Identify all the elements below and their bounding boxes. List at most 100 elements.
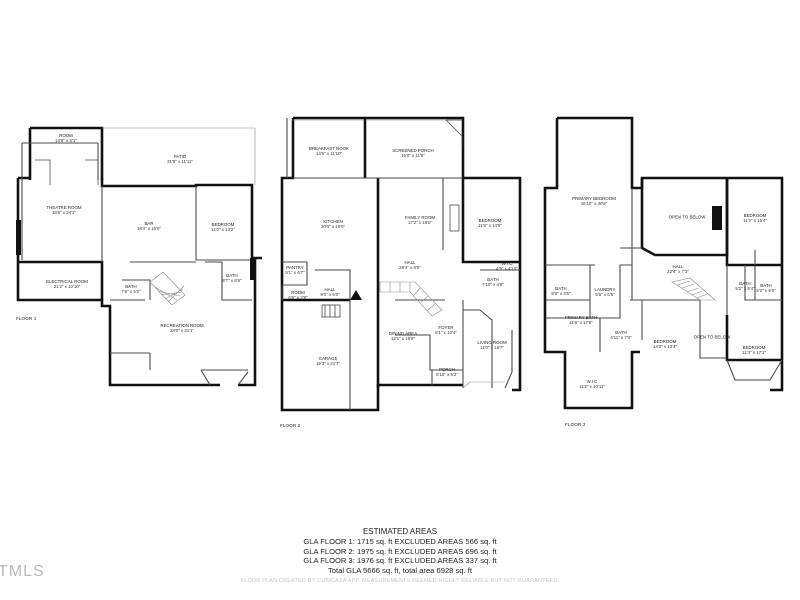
room-dims: 11'0" x 13'2" [211, 227, 235, 232]
area-line: GLA FLOOR 1: 1715 sq. ft EXCLUDED AREAS … [303, 537, 497, 546]
room-label: BEDROOM 11'5" x 14'8" [478, 218, 502, 228]
room-label: BREAKFAST NOOK 14'6" x 11'10" [309, 146, 349, 156]
room-name: ROOM [59, 133, 73, 138]
room-dims: 11'5" x 14'8" [478, 223, 502, 228]
room-label: GARAGE 19'3" x 21'7" [316, 356, 340, 366]
floor-1-label: FLOOR 1 [16, 316, 37, 321]
room-name: HALL [404, 260, 416, 265]
room-label: BEDROOM 11'2" x 16'4" [743, 213, 767, 223]
room-label: BATH 5'2" x 9'4" [735, 281, 754, 291]
room-name: OPEN TO BELOW [693, 334, 731, 340]
room-dims: 7'10" x 4'8" [482, 282, 504, 287]
room-name: BATH [487, 277, 499, 282]
room-dims: 21'2" x 10'10" [53, 284, 81, 289]
room-dims: 11'3" x 17'1" [742, 350, 766, 355]
room-dims: 18'4" x 15'6" [136, 226, 162, 231]
room-dims: 4'9" x 4'10" [496, 266, 518, 271]
room-label: W.I.C 4'9" x 4'10" [496, 261, 518, 271]
room-dims: 14'8" x 5'1" [55, 138, 77, 143]
room-dims: 11'8" x 17'8" [569, 320, 593, 325]
room-label: FOYER 8'1" x 13'4" [435, 325, 457, 335]
room-dims: 17'2" x 18'0" [407, 220, 433, 225]
room-label: PATIO 31'8" x 11'11" [167, 154, 193, 164]
room-dims: 28'0" x 31'1" [169, 328, 195, 333]
room-label: ROOM 14'8" x 5'1" [55, 133, 77, 143]
room-name: KITCHEN [323, 219, 343, 224]
room-name: ROOM [291, 290, 305, 295]
room-name: BATH [739, 281, 751, 286]
room-dims: 12'1" x 16'8" [390, 336, 416, 341]
room-label: BEDROOM 14'3" x 13'4" [653, 339, 677, 349]
room-dims: 6'6" x 3'8" [288, 295, 308, 300]
room-dims: 22'4" x 7'3" [667, 269, 689, 274]
room-name: PANTRY [286, 265, 304, 270]
room-name: RECREATION ROOM [160, 323, 204, 328]
room-label: PRIMARY BEDROOM 15'10" x 30'8" [572, 196, 616, 206]
room-dims: 8'7" x 8'6" [222, 278, 242, 283]
room-name: PRIMARY BEDROOM [572, 196, 616, 201]
room-dims: 16'0" x 11'8" [401, 153, 425, 158]
room-label: THEATRE ROOM 18'6" x 24'1" [46, 205, 81, 215]
room-label: SCREENED PORCH 16'0" x 11'8" [392, 148, 433, 158]
room-name: W.I.C [586, 379, 598, 384]
room-label: BATH 8'0" x 3'6" [551, 286, 570, 296]
room-dims: 15'10" x 30'8" [580, 201, 608, 206]
room-name: BATH [615, 330, 627, 335]
floor-2-plan [280, 116, 522, 412]
room-name: LAUNDRY [594, 287, 616, 292]
floor-3-plan [543, 116, 784, 410]
room-dims: 11'0" x 18'7" [480, 345, 504, 350]
room-dims: 9'0" x 6'0" [320, 292, 340, 297]
room-label: PRIMARY BATH 11'8" x 17'8" [565, 315, 597, 325]
room-dims: 14'6" x 11'10" [315, 151, 343, 156]
area-line: Total GLA 5666 sq. ft, total area 6928 s… [328, 565, 472, 575]
room-name: PATIO [173, 154, 187, 159]
room-label: HALL 9'0" x 6'0" [320, 287, 339, 297]
room-name: BEDROOM [478, 218, 502, 223]
room-label: BEDROOM 11'3" x 17'1" [742, 345, 766, 355]
room-label: FAMILY ROOM 17'2" x 18'0" [405, 215, 435, 225]
room-name: BEDROOM [743, 213, 767, 218]
room-name: OPEN TO BELOW [668, 214, 706, 220]
room-dims: 14'3" x 13'4" [652, 344, 678, 349]
room-dims: 8'1" x 13'4" [435, 330, 457, 335]
room-name: BATH [226, 273, 238, 278]
room-label: OPEN TO BELOW [669, 215, 706, 220]
room-name: BAR [144, 221, 154, 226]
room-name: ELECTRICAL ROOM [46, 279, 88, 284]
room-dims: 11'2" x 10'11" [579, 384, 605, 389]
room-dims: 28'4" x 8'5" [399, 265, 421, 270]
room-dims: 11'2" x 16'4" [743, 218, 767, 223]
room-label: ELECTRICAL ROOM 21'2" x 10'10" [46, 279, 88, 289]
room-dims: 5'10" x 5'2" [436, 372, 458, 377]
room-label: LAUNDRY 5'6" x 6'5" [595, 287, 616, 297]
room-label: PANTRY 5'1" x 6'7" [285, 265, 304, 275]
room-name: FAMILY ROOM [404, 215, 436, 220]
room-name: PRIMARY BATH [564, 315, 598, 320]
room-dims: 4'11" x 7'0" [610, 335, 632, 340]
room-label: DINING AREA 12'1" x 16'8" [389, 331, 417, 341]
room-dims: 19'3" x 21'7" [315, 361, 341, 366]
estimated-areas: ESTIMATED AREAS GLA FLOOR 1: 1715 sq. ft… [0, 527, 800, 575]
tmls-watermark: TMLS [0, 563, 45, 580]
room-name: FOYER [438, 325, 454, 330]
room-dims: 5'2" x 9'4" [735, 286, 755, 291]
room-name: THEATRE ROOM [46, 205, 82, 210]
floor-2-label: FLOOR 2 [280, 423, 301, 428]
room-name: PORCH [439, 367, 455, 372]
room-label: PORCH 5'10" x 5'2" [436, 367, 458, 377]
room-label: RECREATION ROOM 28'0" x 31'1" [160, 323, 203, 333]
room-dims: 8'0" x 3'6" [551, 291, 571, 296]
room-label: OPEN TO BELOW [694, 335, 731, 340]
room-name: BEDROOM [742, 345, 766, 350]
room-label: ROOM 6'6" x 3'8" [288, 290, 307, 300]
room-label: BATH 5'2" x 6'0" [756, 283, 775, 293]
room-name: HALL [672, 264, 684, 269]
estimated-areas-title: ESTIMATED AREAS [362, 527, 438, 536]
room-name: BEDROOM [653, 339, 677, 344]
room-name: BATH [760, 283, 772, 288]
room-dims: 7'6" x 5'2" [121, 289, 141, 294]
room-dims: 5'2" x 6'0" [756, 288, 776, 293]
room-name: DINING AREA [388, 331, 418, 336]
